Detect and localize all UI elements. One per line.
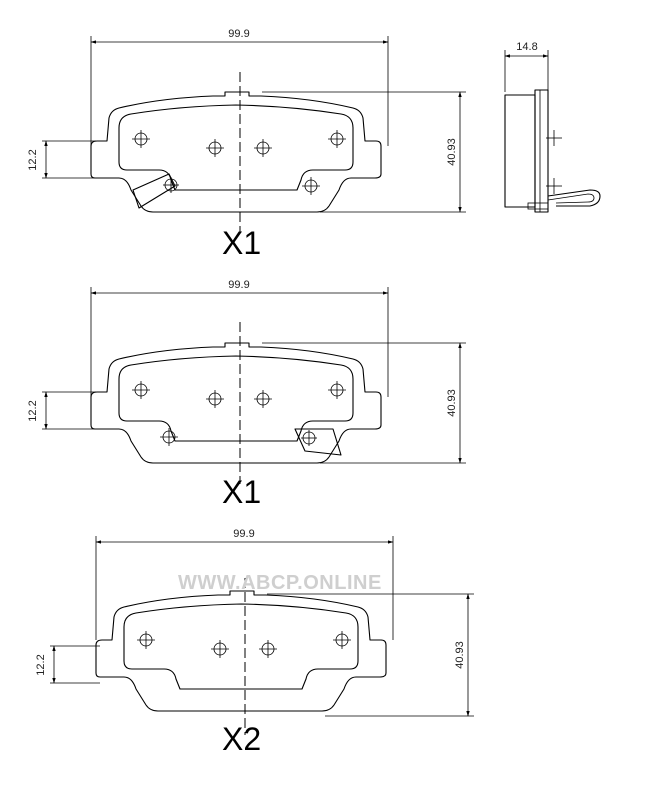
width-dim-1: 99.9 [228, 28, 249, 40]
width-dim-3: 99.9 [233, 528, 254, 540]
view-label-2: X1 [222, 474, 261, 510]
left-height-dim-3: 12.2 [35, 654, 47, 675]
left-height-dim-1: 12.2 [27, 149, 39, 170]
watermark: WWW.ABCP.ONLINE [178, 572, 382, 594]
wear-sensor-left [132, 173, 179, 209]
pad-view-1: 99.9 12.2 40.93 X1 [27, 28, 466, 261]
pad-view-2: 99.9 12.2 40.93 X1 [27, 279, 466, 510]
width-dim-2: 99.9 [228, 279, 249, 291]
view-label-1: X1 [222, 225, 261, 261]
left-height-dim-2: 12.2 [27, 400, 39, 421]
right-height-dim-3: 40.93 [454, 641, 466, 669]
pad-side-view: 14.8 [504, 41, 601, 213]
thickness-dim: 14.8 [516, 41, 537, 53]
right-height-dim-2: 40.93 [446, 389, 458, 417]
view-label-3: X2 [222, 721, 261, 757]
pad-view-3: 99.9 12.2 40.93 X2 [35, 528, 474, 757]
wear-sensor-right [294, 428, 342, 456]
right-height-dim-1: 40.93 [446, 138, 458, 166]
